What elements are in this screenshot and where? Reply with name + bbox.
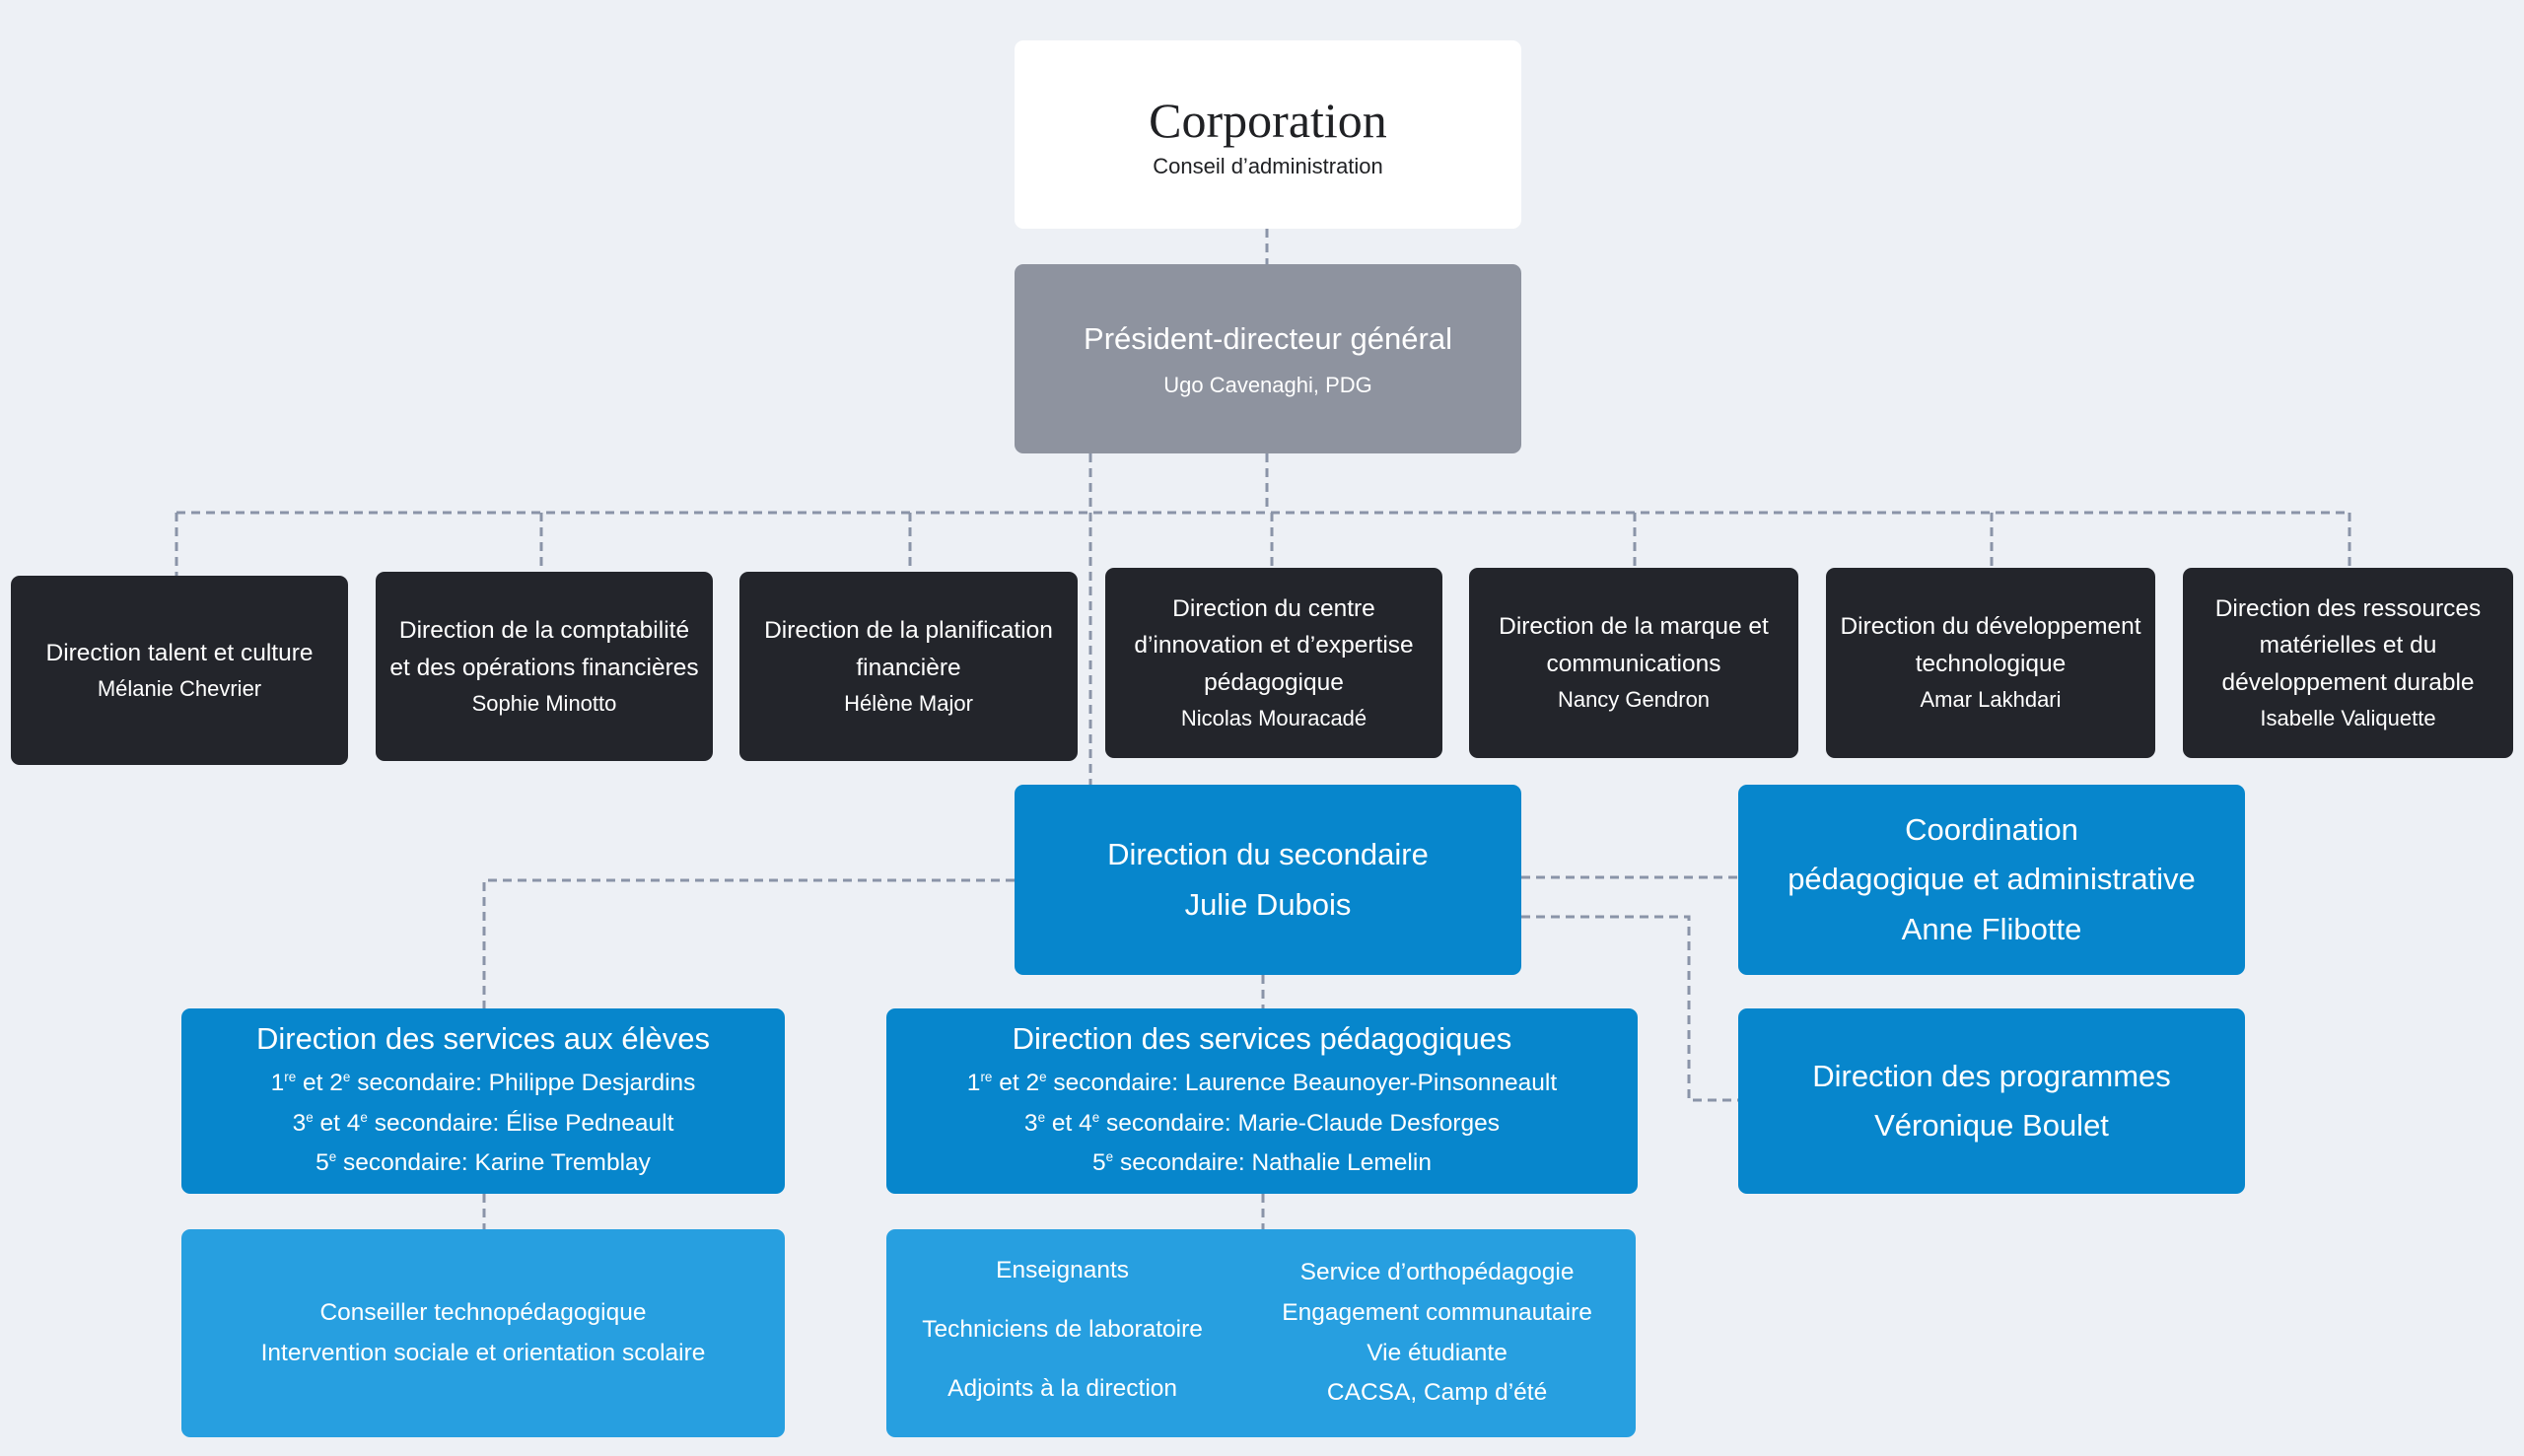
student-staff-box: Conseiller technopédagogique Interventio…	[181, 1229, 785, 1437]
ped-services-line: 1re et 2e secondaire: Laurence Beaunoyer…	[966, 1069, 1558, 1096]
coordination-line: Coordination	[1905, 812, 2078, 848]
student-services-title: Direction des services aux élèves	[255, 1021, 711, 1057]
direction-line: financière	[856, 654, 961, 681]
ped-services-title: Direction des services pédagogiques	[1012, 1021, 1512, 1057]
direction-person: Sophie Minotto	[471, 690, 617, 716]
direction-box: Direction du développement technologique…	[1826, 568, 2155, 758]
direction-line: Direction de la planification	[764, 616, 1053, 644]
secondary-title: Direction du secondaire	[1107, 837, 1429, 872]
programmes-box: Direction des programmes Véronique Boule…	[1738, 1008, 2245, 1194]
direction-box: Direction de la planification financière…	[739, 572, 1078, 761]
direction-person: Isabelle Valiquette	[2260, 706, 2436, 731]
direction-line: matérielles et du	[2259, 632, 2437, 659]
student-staff-item: Intervention sociale et orientation scol…	[260, 1339, 706, 1366]
direction-line: Direction talent et culture	[45, 639, 314, 666]
ped-services-line: 5e secondaire: Nathalie Lemelin	[1092, 1149, 1432, 1177]
direction-line: Direction de la comptabilité	[398, 616, 690, 644]
coordination-person: Anne Flibotte	[1901, 911, 2082, 946]
direction-box: Direction de la marque et communications…	[1469, 568, 1798, 758]
ped-staff-item: Techniciens de laboratoire	[922, 1316, 1203, 1344]
ceo-box: Président-directeur général Ugo Cavenagh…	[1015, 264, 1521, 453]
coordination-line: pédagogique et administrative	[1788, 862, 2196, 897]
secondary-box: Direction du secondaire Julie Dubois	[1015, 785, 1521, 975]
ped-staff-item: Adjoints à la direction	[947, 1375, 1178, 1403]
direction-line: communications	[1546, 651, 1721, 678]
direction-box: Direction talent et culture Mélanie Chev…	[11, 576, 348, 765]
direction-person: Nancy Gendron	[1557, 687, 1711, 713]
programmes-title: Direction des programmes	[1812, 1058, 2171, 1093]
direction-line: Direction de la marque et	[1499, 613, 1769, 641]
direction-line: Direction du centre	[1172, 594, 1375, 622]
direction-person: Hélène Major	[844, 690, 973, 716]
direction-line: Direction du développement	[1840, 613, 2141, 641]
coordination-box: Coordination pédagogique et administrati…	[1738, 785, 2245, 975]
connector-secondary-left	[482, 878, 1015, 1008]
ped-staff-item: Service d’orthopédagogie	[1299, 1259, 1575, 1286]
ceo-title: Président-directeur général	[1084, 320, 1452, 356]
ped-staff-item: Engagement communautaire	[1282, 1298, 1592, 1326]
direction-person: Mélanie Chevrier	[97, 675, 262, 701]
direction-person: Amar Lakhdari	[1920, 687, 2062, 713]
direction-line: technologique	[1915, 651, 2067, 678]
student-staff-item: Conseiller technopédagogique	[319, 1298, 647, 1326]
corporation-subtitle: Conseil d’administration	[1153, 153, 1383, 178]
programmes-person: Véronique Boulet	[1874, 1108, 2109, 1143]
direction-line: pédagogique	[1204, 669, 1344, 697]
secondary-person: Julie Dubois	[1184, 886, 1352, 922]
ped-staff-right-column: Service d’orthopédagogie Engagement comm…	[1238, 1229, 1636, 1437]
direction-line: d’innovation et d’expertise	[1134, 632, 1414, 659]
direction-person: Nicolas Mouracadé	[1180, 706, 1367, 731]
direction-line: Direction des ressources	[2214, 594, 2482, 622]
student-services-line: 3e et 4e secondaire: Élise Pedneault	[292, 1109, 674, 1137]
student-services-line: 1re et 2e secondaire: Philippe Desjardin…	[270, 1069, 696, 1096]
direction-line: et des opérations financières	[389, 654, 699, 681]
ped-staff-item: CACSA, Camp d’été	[1326, 1379, 1548, 1407]
connector-secondary-programmes	[1521, 915, 1738, 1102]
ped-staff-item: Vie étudiante	[1367, 1339, 1507, 1366]
ped-services-box: Direction des services pédagogiques 1re …	[886, 1008, 1638, 1194]
direction-box: Direction des ressources matérielles et …	[2183, 568, 2513, 758]
direction-box: Direction de la comptabilité et des opér…	[376, 572, 713, 761]
ped-services-line: 3e et 4e secondaire: Marie-Claude Desfor…	[1023, 1109, 1501, 1137]
ped-staff-item: Enseignants	[996, 1256, 1130, 1283]
ceo-person: Ugo Cavenaghi, PDG	[1163, 372, 1372, 397]
student-services-line: 5e secondaire: Karine Tremblay	[316, 1149, 651, 1177]
ped-staff-left-column: Enseignants Techniciens de laboratoire A…	[886, 1229, 1238, 1437]
direction-line: développement durable	[2221, 669, 2475, 697]
direction-box: Direction du centre d’innovation et d’ex…	[1105, 568, 1442, 758]
student-services-box: Direction des services aux élèves 1re et…	[181, 1008, 785, 1194]
ped-staff-box: Enseignants Techniciens de laboratoire A…	[886, 1229, 1636, 1437]
corporation-title: Corporation	[1149, 92, 1387, 148]
corporation-box: Corporation Conseil d’administration	[1015, 40, 1521, 229]
